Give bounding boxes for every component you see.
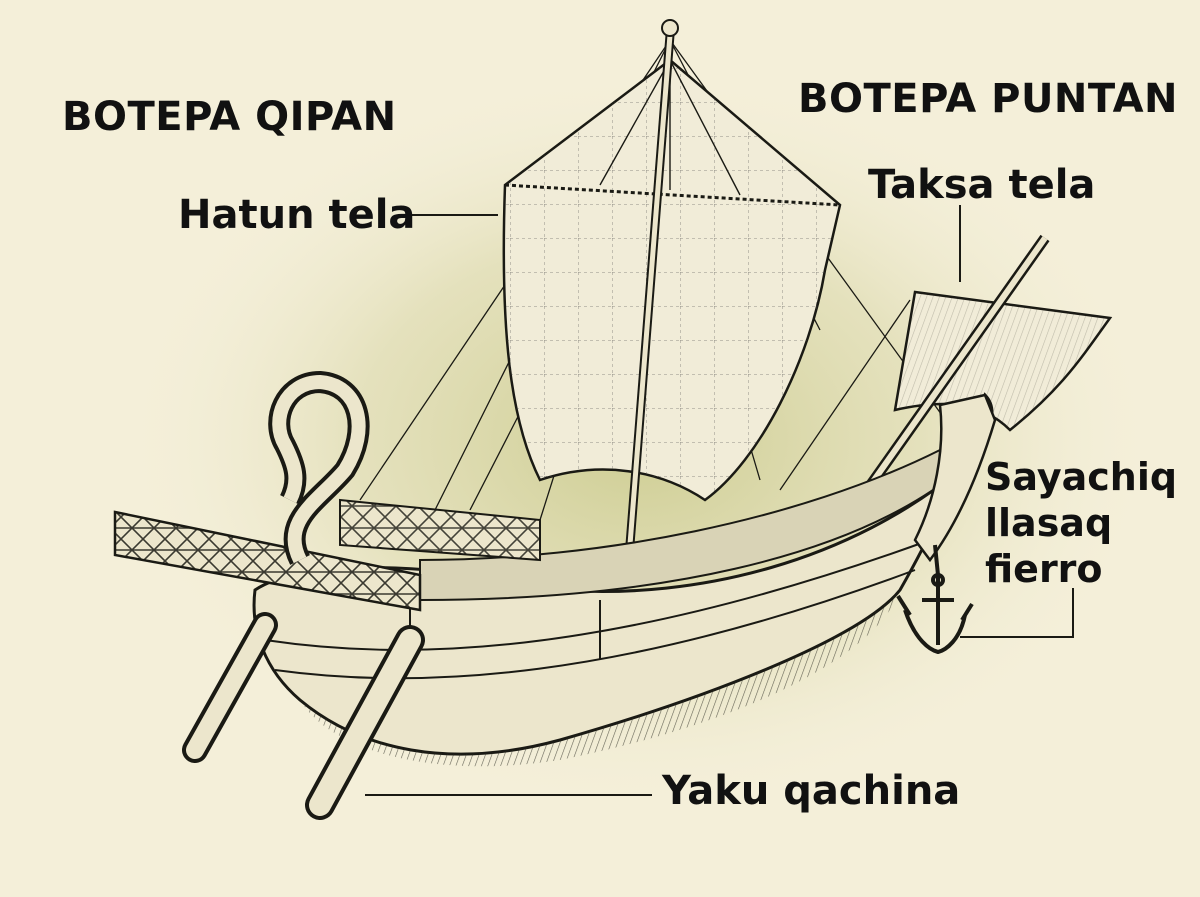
main-sail-label: Hatun tela [178,192,415,238]
anchor-label-line3: fierro [985,546,1177,592]
fore-sail-label: Taksa tela [868,162,1095,208]
bow-heading: BOTEPA PUNTAN [798,76,1178,122]
steering-oar-label: Yaku qachina [662,768,960,814]
anchor-label-line2: llasaq [985,500,1177,546]
anchor-label: Sayachiq llasaq fierro [985,454,1177,592]
anchor-label-line1: Sayachiq [985,454,1177,500]
stern-heading: BOTEPA QIPAN [62,94,397,140]
